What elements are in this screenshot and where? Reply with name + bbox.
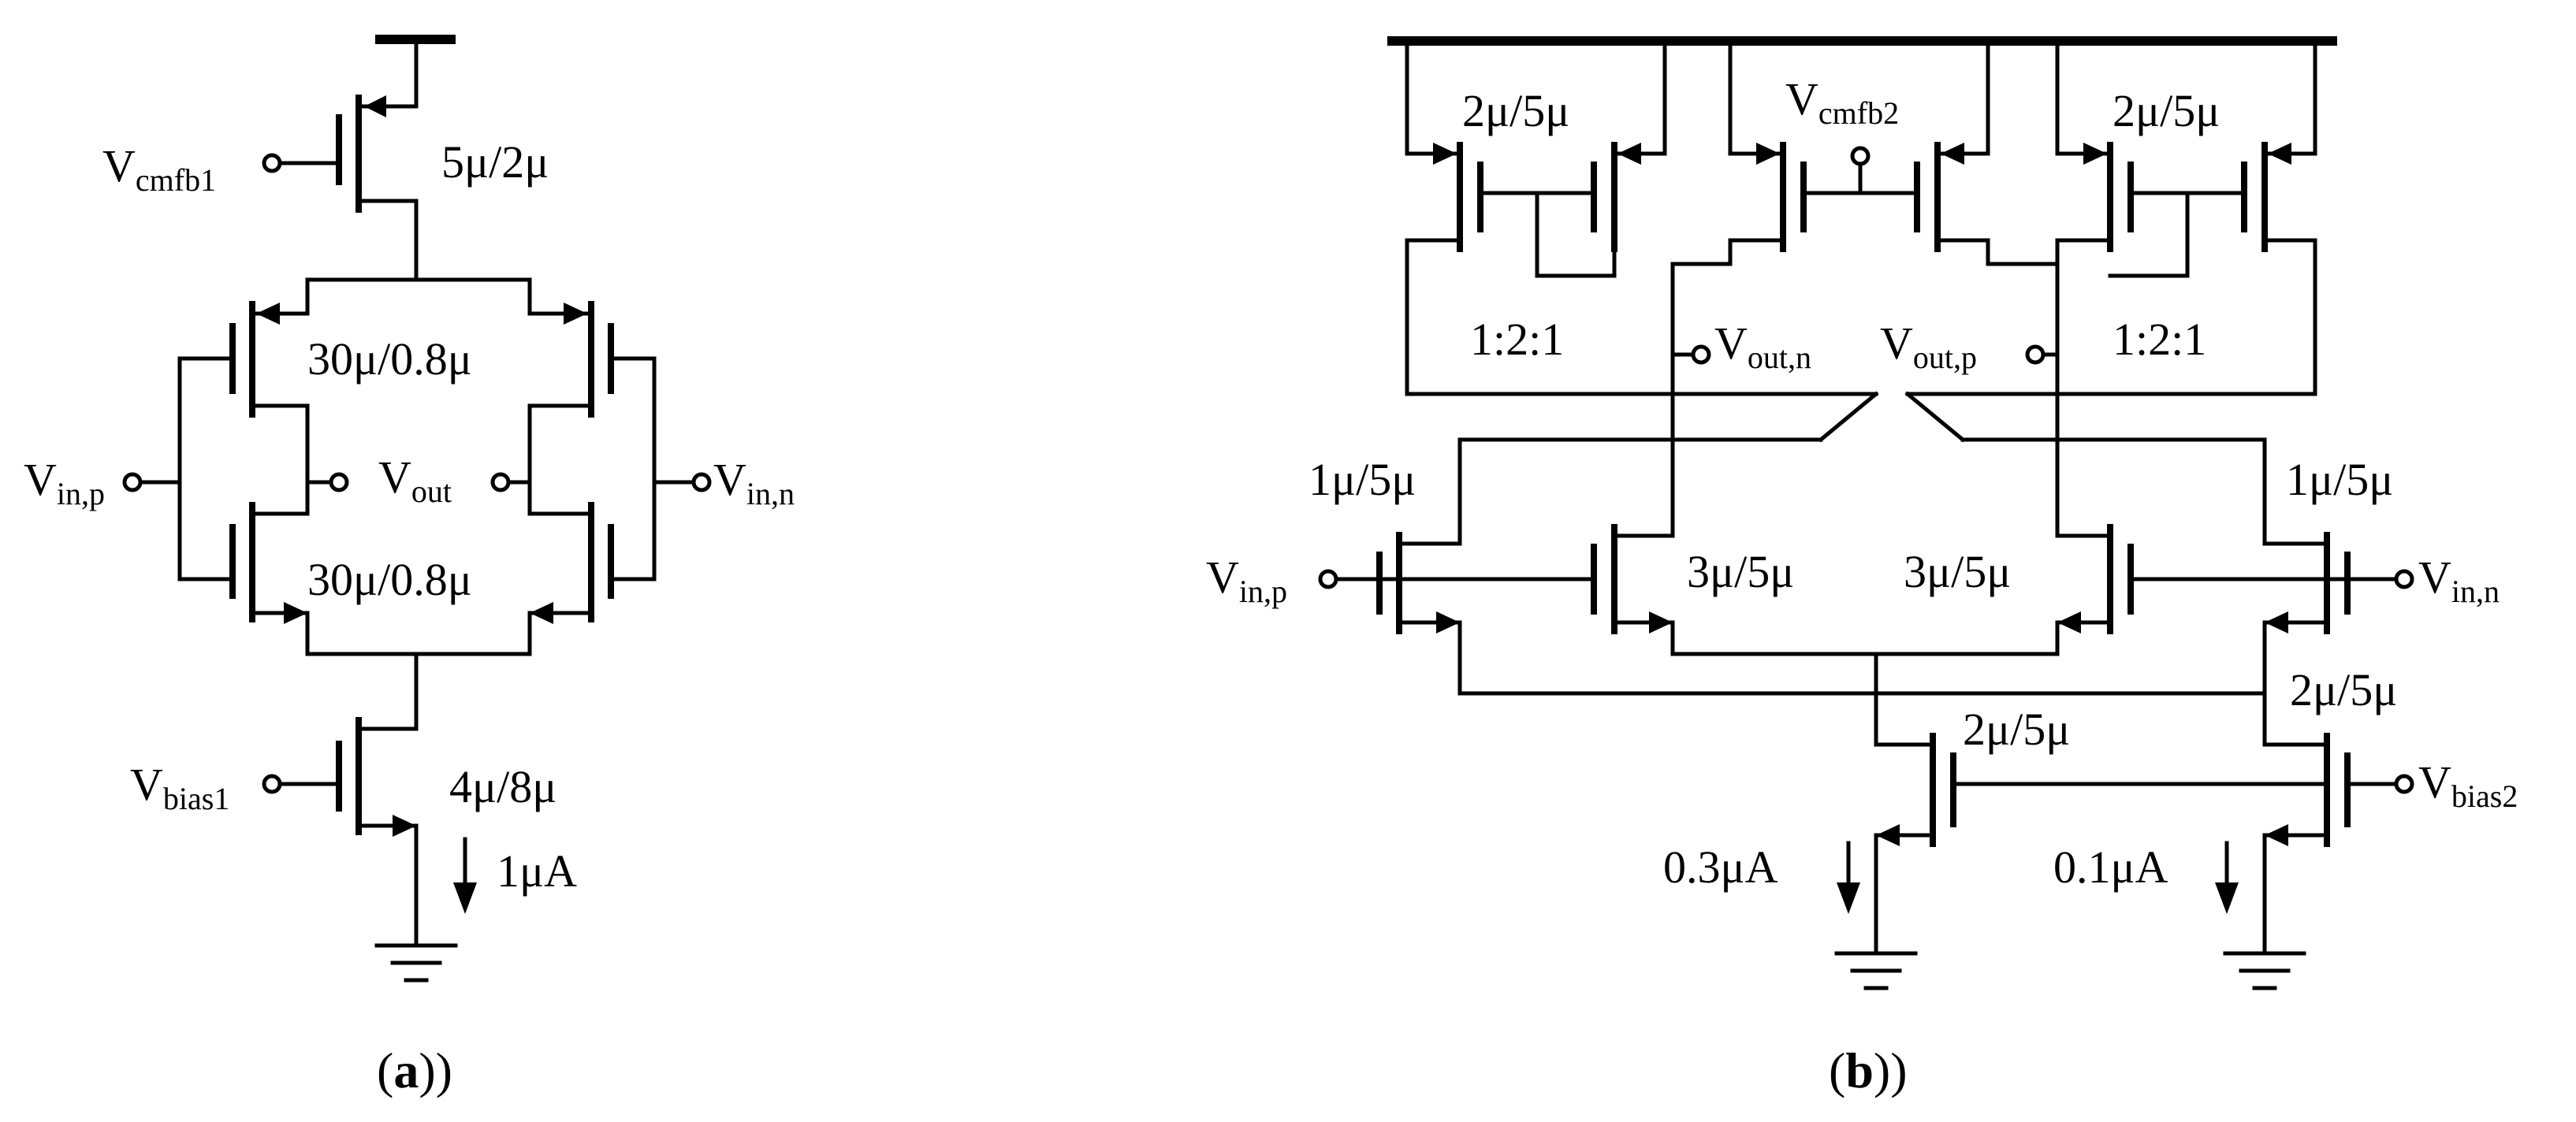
pmos-source-arrow — [364, 95, 386, 117]
label-size-tail-left: 2μ/5μ — [1963, 704, 2070, 755]
nmos-arrow — [1649, 611, 1673, 633]
label-size-in-right: 1μ/5μ — [2286, 454, 2393, 505]
label-size-lower-a: 30μ/0.8μ — [307, 554, 472, 605]
label-vcmfb2: Vcmfb2 — [1785, 73, 1899, 131]
pin-vbias2 — [2394, 774, 2414, 794]
label-current-a: 1μA — [497, 845, 577, 897]
current-arrow-head — [1837, 882, 1860, 914]
label-vbias1: Vbias1 — [130, 759, 229, 816]
label-size-tail-right: 2μ/5μ — [2290, 664, 2397, 715]
label-size-top-a: 5μ/2μ — [441, 136, 549, 188]
pmos-arrow — [1617, 143, 1641, 165]
nmos-arrow — [2265, 824, 2288, 846]
nmos-arrow — [2265, 611, 2288, 633]
label-vbias2: Vbias2 — [2418, 756, 2518, 814]
panel-a-circuit — [122, 35, 712, 983]
label-ratio-right: 1:2:1 — [2113, 314, 2206, 365]
label-vcmfb1: Vcmfb1 — [102, 140, 216, 198]
nmos-arrow — [1876, 824, 1900, 846]
current-arrow-head — [2215, 882, 2239, 914]
pin-vbias1 — [262, 774, 282, 794]
label-vinp-b: Vin,p — [1206, 552, 1287, 609]
nmos-arrow — [2057, 611, 2081, 633]
pin-vcmfb2 — [1850, 146, 1871, 166]
label-vinn-b: Vin,n — [2418, 552, 2500, 609]
pin-vout-left — [329, 472, 349, 492]
caption-b: (b)) — [1829, 1042, 1908, 1098]
label-voutp: Vout,p — [1880, 318, 1977, 375]
pin-vinp-a — [122, 472, 143, 492]
caption-a: (a)) — [377, 1042, 452, 1098]
current-arrow-head — [453, 882, 477, 914]
nmos-source-arrow — [393, 815, 416, 837]
label-vinp-a: Vin,p — [24, 454, 105, 511]
pin-vout-right — [490, 472, 511, 492]
pin-vcmfb1 — [262, 153, 282, 173]
pmos-source-arrow — [564, 303, 587, 325]
label-ratio-left: 1:2:1 — [1470, 314, 1564, 365]
label-current-left-b: 0.3μA — [1663, 842, 1778, 893]
wire-cross — [1818, 391, 1879, 443]
label-current-right-b: 0.1μA — [2053, 842, 2168, 893]
pin-vinp-b — [1318, 569, 1338, 589]
pmos-arrow — [1433, 143, 1457, 165]
label-vinn-a: Vin,n — [713, 454, 795, 511]
nmos-source-arrow — [284, 602, 307, 624]
pmos-arrow — [1941, 143, 1964, 165]
label-size-in-left: 1μ/5μ — [1308, 454, 1416, 505]
pin-vinn-b — [2394, 569, 2414, 589]
pin-voutn — [1691, 344, 1711, 365]
label-size-right-top-b: 2μ/5μ — [2113, 85, 2220, 136]
pmos-source-arrow — [256, 303, 280, 325]
pin-voutp — [2025, 344, 2046, 365]
pmos-arrow — [1756, 143, 1780, 165]
label-voutn: Vout,n — [1714, 318, 1811, 375]
panel-b-circuit — [1318, 36, 2414, 990]
nmos-source-arrow — [530, 602, 553, 624]
label-size-upper-a: 30μ/0.8μ — [307, 333, 472, 385]
label-size-bottom-a: 4μ/8μ — [449, 761, 557, 812]
pmos-arrow — [2083, 143, 2107, 165]
label-size-left-top-b: 2μ/5μ — [1462, 85, 1569, 136]
wire-cross — [1904, 391, 1966, 443]
nmos-arrow — [1436, 611, 1460, 633]
pin-vinn-a — [691, 472, 712, 492]
label-size-mid-left: 3μ/5μ — [1687, 546, 1794, 597]
label-size-mid-right: 3μ/5μ — [1904, 546, 2011, 597]
pmos-arrow — [2268, 143, 2291, 165]
label-vout-a: Vout — [378, 451, 452, 509]
